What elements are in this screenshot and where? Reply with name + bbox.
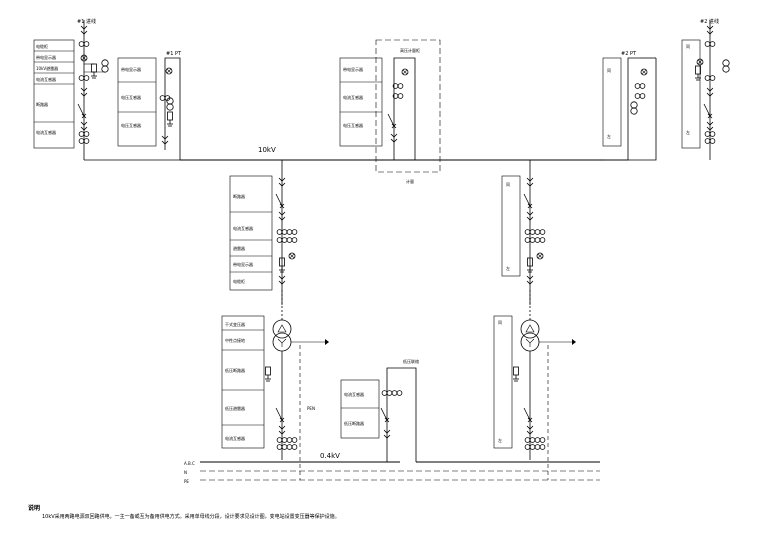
- notes-body: 10kV采用两路电源双回路供电，一主一备或互为备用供电方式。采用单母线分段，设计…: [42, 514, 340, 520]
- panel-transformer-feeder-2-side-bottom: 左: [506, 265, 510, 271]
- panel-incoming-2: #2 进线 同 左: [605, 18, 730, 161]
- panel-incoming-1-label: 电缆柜: [36, 43, 48, 49]
- panel-pt-2-side-bottom: 左: [607, 133, 611, 139]
- panel-metering-title: 高压计量柜: [400, 47, 420, 53]
- lv-bus-label: 0.4kV: [320, 452, 340, 460]
- panel-incoming-1-label: 电流互感器: [36, 76, 56, 82]
- panel-low-voltage-2: 同 左: [493, 315, 576, 480]
- panel-low-voltage-1-pen-label: PEN: [307, 406, 315, 411]
- panel-bus-coupler: 低压联络 电流互感器 低压断路器: [340, 358, 419, 462]
- panel-bus-coupler-label: 电流互感器: [344, 391, 364, 397]
- lv-bus-neutral-label: N: [184, 470, 187, 475]
- panel-pt-2: #2 PT 同 左: [602, 51, 648, 161]
- notes-section: 说明 10kV采用两路电源双回路供电，一主一备或互为备用供电方式。采用单母线分段…: [28, 505, 728, 521]
- panel-low-voltage-1-label: 干式变压器: [225, 321, 245, 327]
- panel-low-voltage-1-label: 电流互感器: [225, 435, 245, 441]
- panel-incoming-1-title: #1 进线: [77, 18, 96, 25]
- panel-metering-label: 电流互感器: [343, 94, 363, 100]
- panel-incoming-2-title: #2 进线: [700, 18, 719, 25]
- panel-metering: 高压计量柜 带电显示器 电流互感器 电压互感器 计量: [339, 39, 441, 184]
- notes-heading: 说明: [28, 505, 41, 512]
- panel-low-voltage-1-label: 低压避雷器: [225, 405, 245, 411]
- panel-transformer-feeder-2-side-top: 同: [506, 182, 510, 187]
- panel-pt-2-title: #2 PT: [621, 51, 637, 57]
- lv-bus-pe-label: PE: [184, 479, 189, 484]
- panel-transformer-feeder-1-label: 电缆柜: [233, 278, 245, 284]
- lv-bus: [200, 461, 600, 481]
- panel-transformer-feeder-1-label: 电流互感器: [233, 225, 253, 231]
- panel-incoming-2-side-bottom: 左: [686, 129, 690, 135]
- lv-bus-phase-label: A.B.C: [184, 461, 195, 466]
- panel-pt-1-label: 带电显示器: [121, 66, 141, 72]
- panel-low-voltage-1-label: 中性点接地: [225, 337, 245, 343]
- panel-pt-2-side-top: 同: [607, 68, 611, 73]
- panel-incoming-2-side-top: 同: [686, 44, 690, 49]
- panel-incoming-1-label: 10kV避雷器: [36, 65, 58, 71]
- panel-low-voltage-1-label: 低压断路器: [225, 367, 245, 373]
- panel-low-voltage-1: 干式变压器 中性点接地 低压断路器 低压避雷器 电流互感器 PEN: [221, 315, 329, 480]
- panel-pt-1-label: 电压互感器: [121, 122, 141, 128]
- panel-transformer-feeder-1-label: 带电显示器: [233, 261, 253, 267]
- panel-bus-coupler-title: 低压联络: [403, 358, 419, 364]
- panel-incoming-1: #1 进线 电缆柜 带电显示器 10kV避雷器 电流互感器 断路器 电流互感器: [33, 18, 180, 161]
- panel-transformer-feeder-1-label: 避雷器: [233, 245, 245, 251]
- panel-pt-1: #1 PT 带电显示器 电压互感器 电压互感器: [117, 51, 182, 160]
- panel-transformer-feeder-2: 同 左: [501, 160, 546, 320]
- panel-incoming-1-label: 带电显示器: [36, 54, 56, 60]
- panel-pt-1-label: 电压互感器: [121, 94, 141, 100]
- panel-bus-coupler-label: 低压断路器: [344, 420, 364, 426]
- panel-transformer-feeder-1-label: 断路器: [233, 193, 245, 199]
- panel-low-voltage-2-side-top: 同: [498, 320, 502, 325]
- hv-bus-label: 10kV: [258, 146, 276, 154]
- panel-low-voltage-2-side-bottom: 左: [498, 437, 502, 443]
- panel-incoming-1-label: 电流互感器: [36, 129, 56, 135]
- panel-transformer-feeder-1: 断路器 电流互感器 避雷器 带电显示器 电缆柜: [229, 160, 298, 320]
- panel-pt-1-title: #1 PT: [166, 51, 182, 57]
- panel-incoming-1-label: 断路器: [36, 101, 48, 107]
- panel-metering-bottom-label: 计量: [406, 178, 414, 184]
- panel-metering-label: 电压互感器: [343, 122, 363, 128]
- panel-metering-label: 带电显示器: [343, 66, 363, 72]
